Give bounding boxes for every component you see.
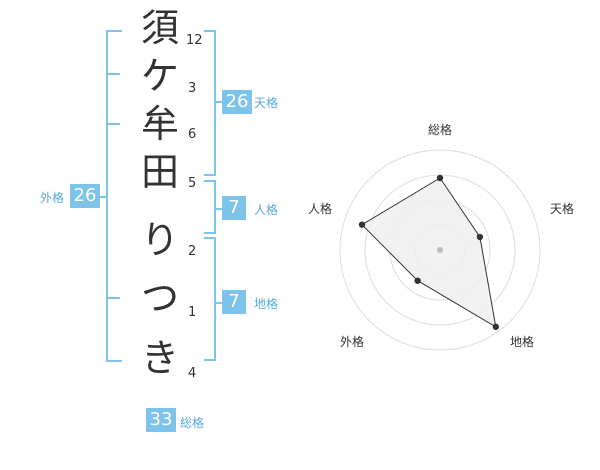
name-char-3: 牟 bbox=[140, 102, 179, 146]
radar-center-dot bbox=[437, 247, 443, 253]
stroke-count-6: 1 bbox=[188, 305, 197, 320]
stroke-count-5: 2 bbox=[188, 244, 197, 259]
radar-area bbox=[361, 177, 497, 328]
gaikaku-bracket-connector bbox=[96, 196, 106, 198]
chikaku-value-badge: 7 bbox=[222, 290, 246, 314]
gaikaku-bracket bbox=[106, 30, 122, 362]
name-char-7: き bbox=[140, 336, 179, 380]
name-char-5: り bbox=[140, 218, 179, 262]
soukaku-value-badge: 33 bbox=[146, 408, 176, 432]
name-char-6: つ bbox=[140, 276, 179, 320]
jinkaku-value-badge: 7 bbox=[222, 196, 246, 220]
name-char-1: 須 bbox=[140, 6, 179, 50]
gaikaku-bracket-tick bbox=[106, 297, 120, 299]
radar-axis-label-chikaku: 地格 bbox=[510, 335, 535, 349]
radar-point-4 bbox=[414, 277, 421, 284]
radar-axis-label-gaikaku: 外格 bbox=[340, 335, 365, 349]
stroke-count-1: 12 bbox=[186, 33, 203, 48]
tenkaku-label: 天格 bbox=[254, 96, 279, 110]
stroke-count-2: 3 bbox=[188, 81, 197, 96]
name-char-4: 田 bbox=[140, 150, 179, 194]
stroke-count-3: 6 bbox=[188, 127, 197, 142]
stroke-count-7: 4 bbox=[188, 366, 197, 381]
radar-point-3 bbox=[492, 323, 500, 331]
jinkaku-label: 人格 bbox=[254, 203, 279, 217]
radar-point-2 bbox=[476, 233, 484, 241]
tenkaku-bracket-connector bbox=[214, 101, 222, 103]
radar-grid-ring bbox=[339, 149, 541, 351]
jinkaku-bracket-connector bbox=[214, 208, 222, 210]
gaikaku-value-badge: 26 bbox=[70, 184, 100, 208]
jinkaku-bracket bbox=[204, 180, 216, 234]
radar-axis-label-jinkaku: 人格 bbox=[308, 202, 333, 216]
radar-point-1 bbox=[436, 174, 444, 182]
name-char-2: ケ bbox=[140, 54, 179, 98]
chikaku-label: 地格 bbox=[254, 297, 279, 311]
tenkaku-value-badge: 26 bbox=[222, 90, 252, 114]
soukaku-label: 総格 bbox=[180, 416, 205, 430]
chikaku-bracket-connector bbox=[214, 302, 222, 304]
stroke-count-4: 5 bbox=[188, 176, 197, 191]
radar-point-5 bbox=[358, 221, 366, 228]
tenkaku-bracket bbox=[204, 30, 216, 176]
gaikaku-bracket-tick bbox=[106, 73, 120, 75]
gaikaku-bracket-tick bbox=[106, 123, 120, 125]
radar-axis-label-soukaku: 総格 bbox=[428, 123, 453, 137]
gaikaku-label: 外格 bbox=[40, 191, 65, 205]
radar-axis-label-tenkaku: 天格 bbox=[550, 202, 575, 216]
chikaku-bracket bbox=[204, 237, 216, 361]
